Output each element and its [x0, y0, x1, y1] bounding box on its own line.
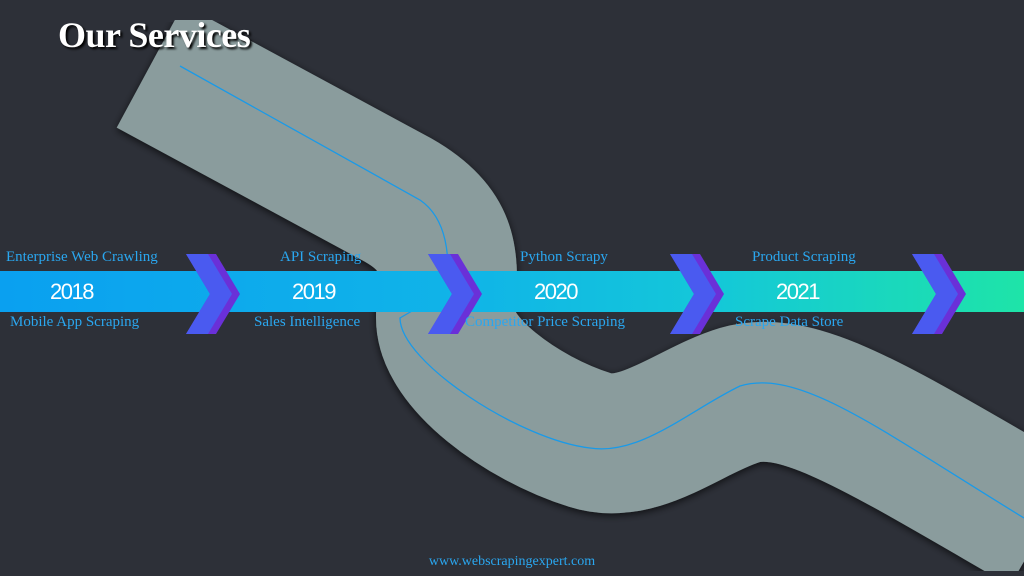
service-label-bottom: Competitor Price Scraping	[465, 314, 625, 330]
page-title: Our Services	[58, 15, 251, 55]
chevron-arrow-icon	[670, 254, 724, 334]
timeline-band	[0, 271, 1024, 312]
service-label-bottom: Sales Intelligence	[254, 314, 361, 330]
timeline-year: 2019	[292, 279, 336, 304]
service-label-bottom: Mobile App Scraping	[10, 314, 140, 330]
chevron-arrow-icon	[428, 254, 482, 334]
service-label-bottom: Scrape Data Store	[735, 314, 844, 330]
service-label-top: Python Scrapy	[520, 249, 608, 265]
timeline-year: 2021	[776, 279, 820, 304]
service-label-top: Enterprise Web Crawling	[6, 249, 158, 265]
website-link[interactable]: www.webscrapingexpert.com	[428, 554, 596, 569]
timeline-year: 2018	[50, 279, 94, 304]
service-label-top: API Scraping	[280, 249, 362, 265]
service-label-top: Product Scraping	[752, 249, 856, 265]
chevron-arrow-icon	[912, 254, 966, 334]
timeline-year: 2020	[534, 279, 578, 304]
chevron-arrow-icon	[186, 254, 240, 334]
